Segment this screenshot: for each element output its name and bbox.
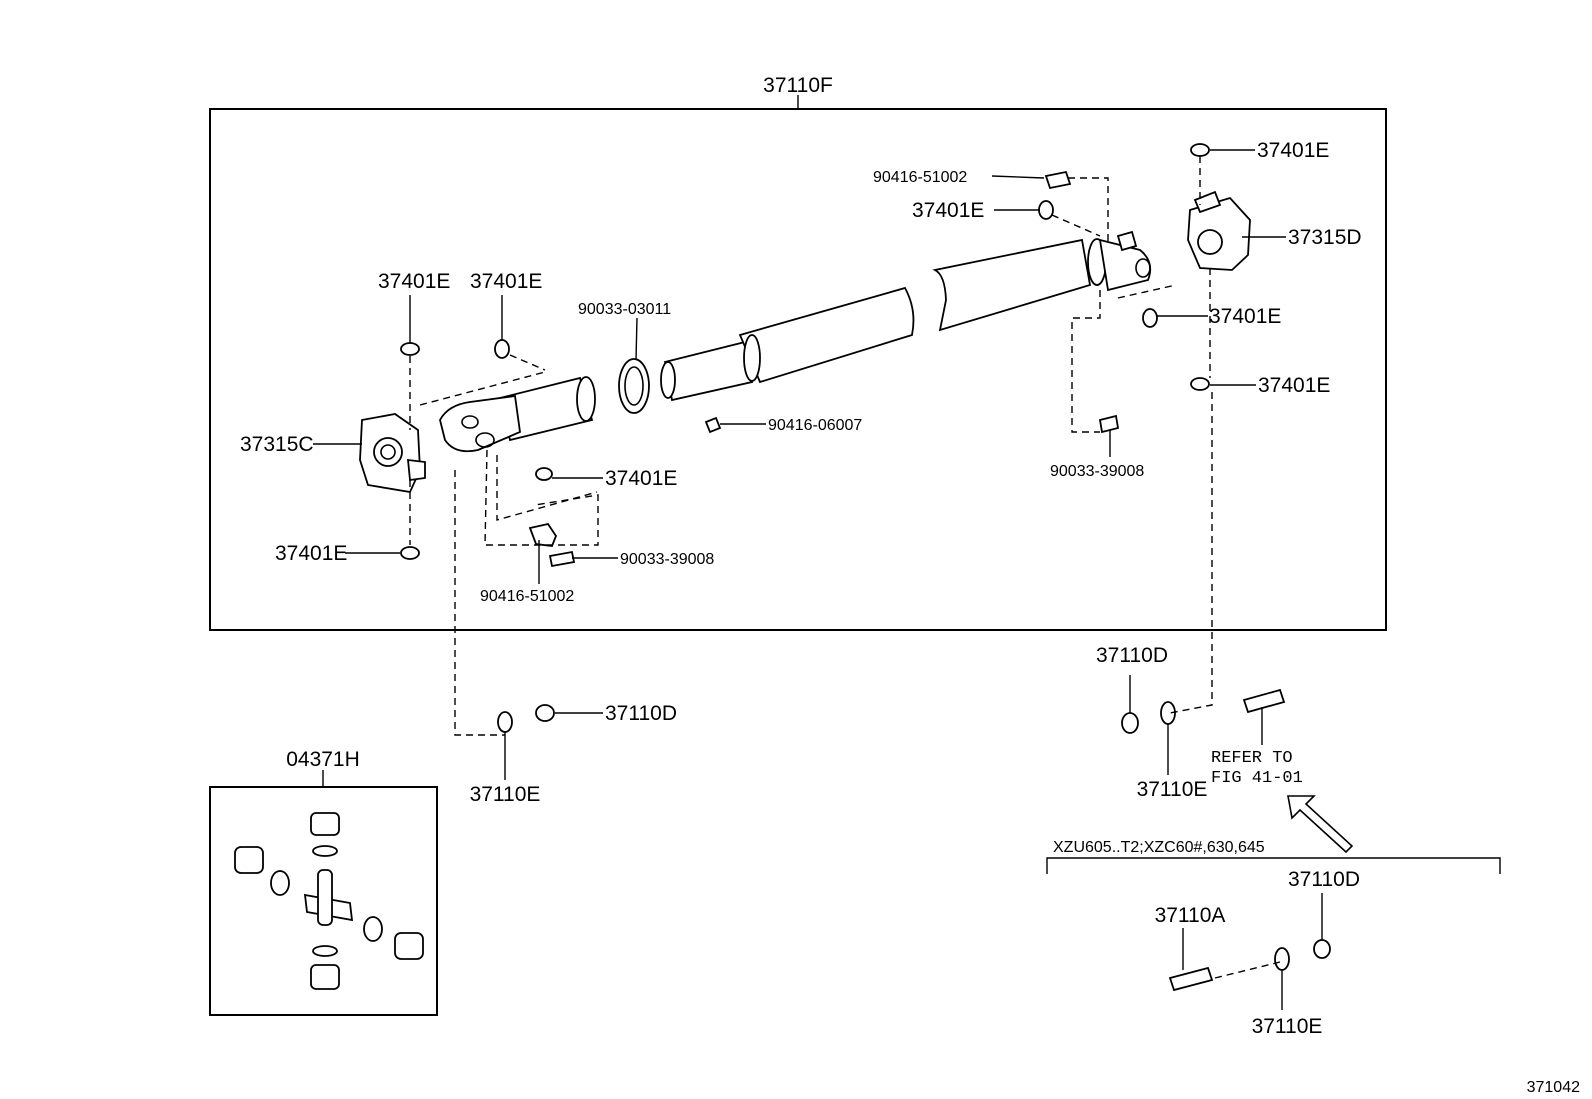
- part-label: 37110D: [605, 702, 677, 725]
- part-label: 90033-39008: [620, 551, 714, 568]
- part-label: 37401E: [378, 270, 450, 293]
- part-label: 37110D: [1096, 644, 1168, 667]
- small-parts: [400, 143, 1331, 992]
- part-label: 37401E: [605, 467, 677, 490]
- figure-number: 371042: [1527, 1079, 1580, 1096]
- part-label: 37110D: [1288, 868, 1360, 891]
- part-label: 37110E: [470, 783, 541, 806]
- part-label: 37401E: [275, 542, 347, 565]
- kit-label: 04371H: [286, 748, 360, 771]
- part-label: 37401E: [1258, 374, 1330, 397]
- refer-arrow: [1287, 795, 1354, 854]
- assembly-label: 37110F: [763, 74, 833, 97]
- universal-joint-kit: [234, 812, 424, 990]
- part-label: 37401E: [1257, 139, 1329, 162]
- part-label: 90416-51002: [480, 588, 574, 605]
- condition-bracket: [1046, 857, 1501, 874]
- part-label: 37401E: [1209, 305, 1281, 328]
- part-label: 37315D: [1288, 226, 1362, 249]
- rear-flange-yoke: [1187, 190, 1251, 271]
- part-label: 90416-51002: [873, 169, 967, 186]
- part-label: 37401E: [912, 199, 984, 222]
- front-flange-yoke: [359, 413, 426, 494]
- condition-note: XZU605..T2;XZC60#,630,645: [1053, 839, 1265, 856]
- part-label: 90033-03011: [578, 301, 671, 318]
- part-label: 37110E: [1252, 1015, 1323, 1038]
- assembly-dashed-lines: [409, 156, 1281, 979]
- part-label: 90416-06007: [768, 417, 862, 434]
- refer-text-line1: REFER TO: [1211, 749, 1293, 768]
- part-label: 37315C: [240, 433, 314, 456]
- part-label: 90033-39008: [1050, 463, 1144, 480]
- leader-lines: [313, 149, 1323, 1010]
- propeller-shaft: [439, 230, 1152, 453]
- part-label: 37110E: [1137, 778, 1208, 801]
- refer-text-line2: FIG 41-01: [1211, 769, 1303, 788]
- part-label: 37401E: [470, 270, 542, 293]
- part-label: 37110A: [1155, 904, 1226, 927]
